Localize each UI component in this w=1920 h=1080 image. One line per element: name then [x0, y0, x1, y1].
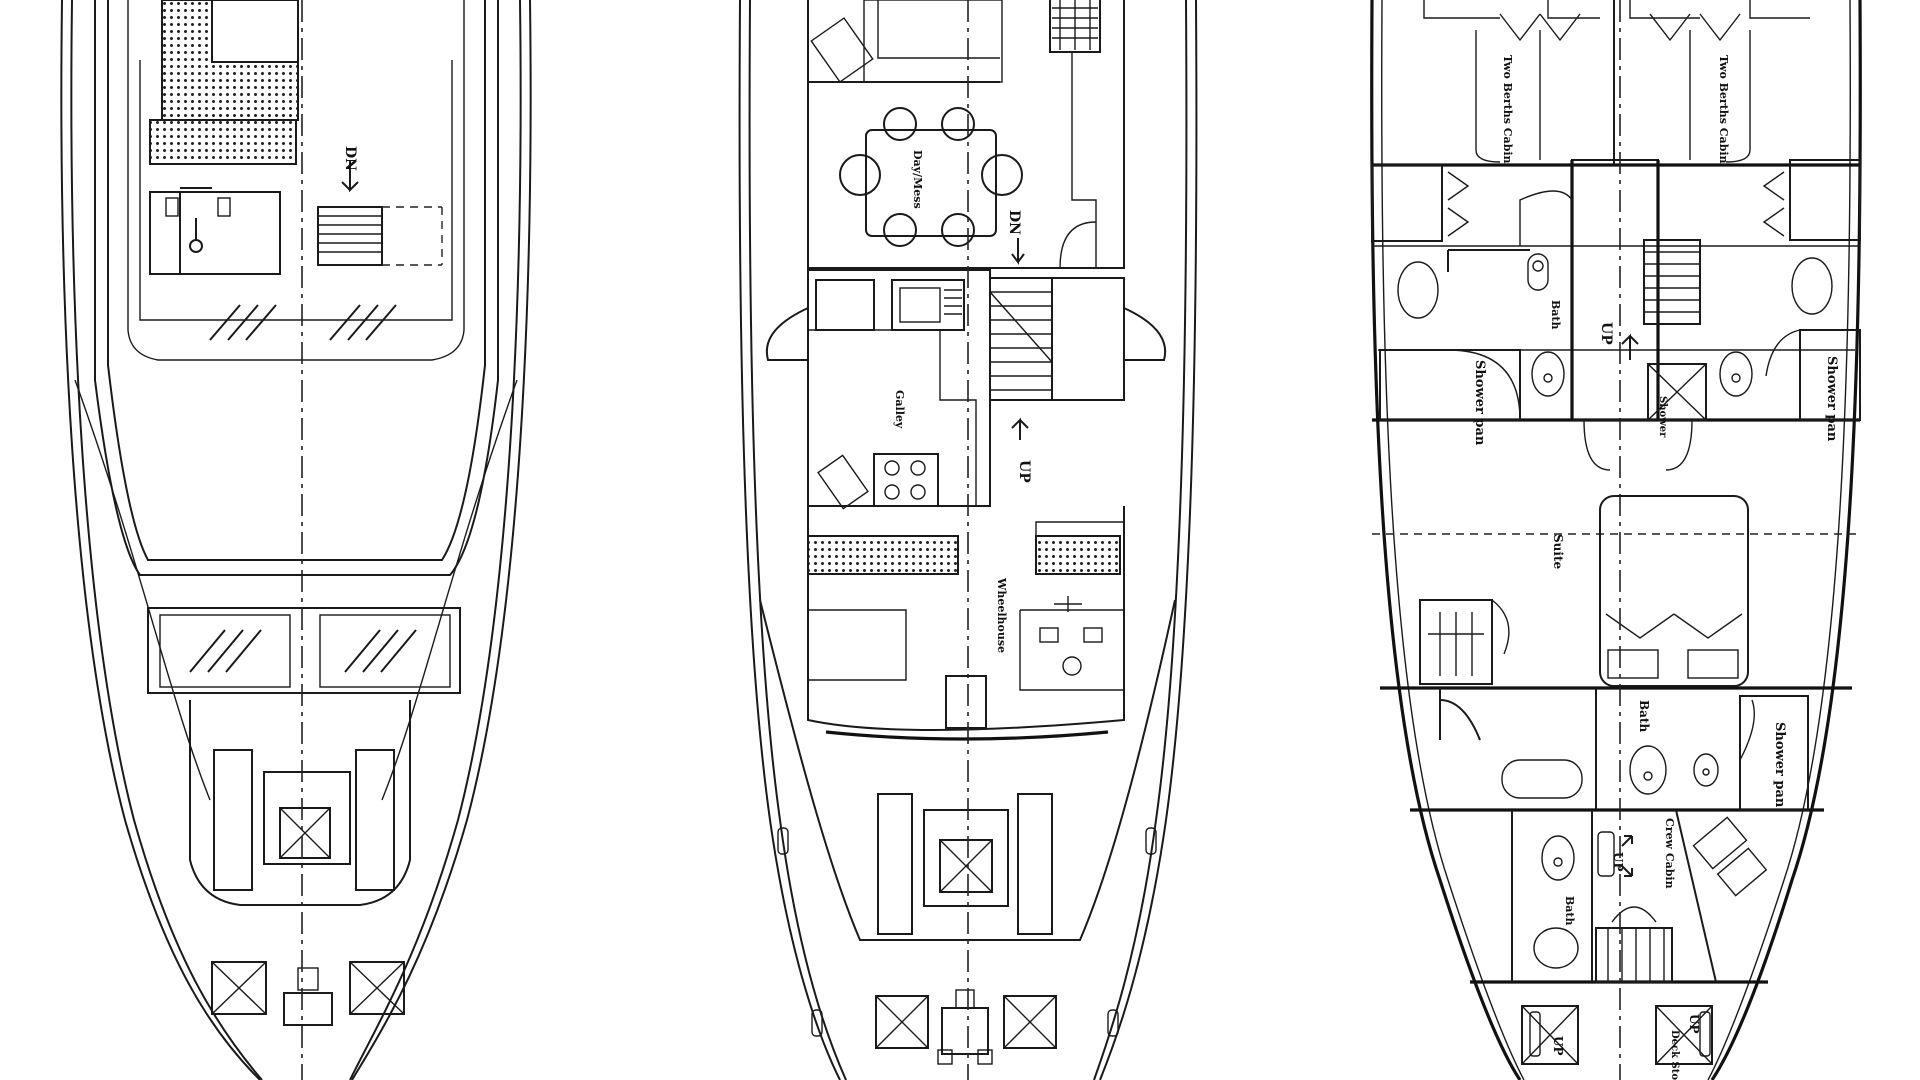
stair-down-label: DN [342, 146, 358, 171]
suite-bath-label: Bath [1637, 700, 1651, 732]
deck-store-label: Deck Store [1669, 1030, 1680, 1080]
main-deck-plan: Day/Mess DN Galley UP [738, 0, 1198, 1080]
bridge-deck-plan: DN [60, 0, 532, 1080]
main-stair-up [989, 277, 1053, 401]
suite-label: Suite [1551, 534, 1565, 569]
galley-label: Galley [893, 390, 906, 429]
stair-down [317, 206, 383, 266]
main-stair-up-label: UP [1016, 460, 1032, 483]
crew-cabin-label: Crew Cabin [1663, 818, 1676, 889]
dining-label: Day/Mess [911, 150, 924, 209]
stair-up-label: UP [1598, 322, 1614, 345]
suite-bed [1599, 495, 1749, 687]
wheelhouse-label: Wheelhouse [995, 577, 1008, 653]
crew-bath-label: Bath [1563, 896, 1576, 926]
shower-stbd-label: Shower pan [1824, 356, 1839, 442]
lower-deck-plan: Two Berths Cabin Two Berths Cabin UP Bat… [1370, 0, 1862, 1080]
suite-shower-label: Shower pan [1772, 722, 1787, 808]
dining-table [865, 129, 997, 237]
fwd-up-stbd-label: UP [1687, 1014, 1701, 1034]
shower-center-label: Shower [1657, 396, 1668, 438]
crew-up-label: UP [1611, 852, 1625, 872]
bath-upper-label: Bath [1549, 300, 1562, 330]
fwd-up-port-label: UP [1551, 1036, 1565, 1056]
cabin-stbd-label: Two Berths Cabin [1717, 55, 1730, 164]
shower-port-label: Shower pan [1472, 360, 1487, 446]
cabin-port-label: Two Berths Cabin [1501, 55, 1514, 164]
main-stair-down-label: DN [1006, 210, 1022, 235]
